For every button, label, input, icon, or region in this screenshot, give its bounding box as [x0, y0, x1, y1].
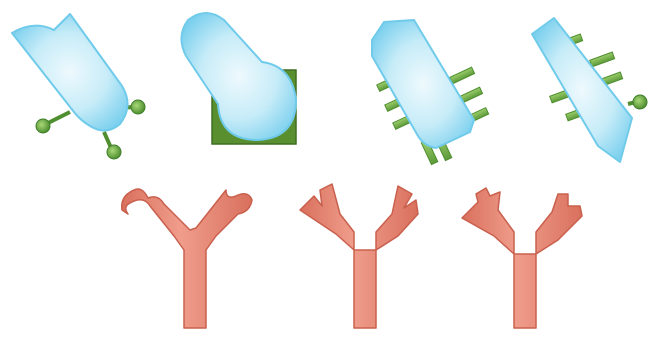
antibody-1-body	[122, 189, 252, 328]
antibody-1	[122, 189, 252, 328]
antigen-2-body	[181, 13, 296, 140]
antigen-2	[181, 13, 296, 144]
antibody-2-body	[300, 184, 418, 328]
antibody-3-body	[462, 188, 582, 328]
epitope-ball-left	[36, 112, 70, 133]
antigen-3	[372, 20, 489, 165]
epitope-ball-bottom	[104, 132, 121, 159]
antibody-3	[462, 188, 582, 328]
antibody-2	[300, 184, 418, 328]
antigen-1	[12, 14, 145, 159]
antigen-4	[532, 18, 647, 162]
epitope-ball-4	[628, 95, 647, 109]
antigen-3-body	[372, 20, 474, 148]
